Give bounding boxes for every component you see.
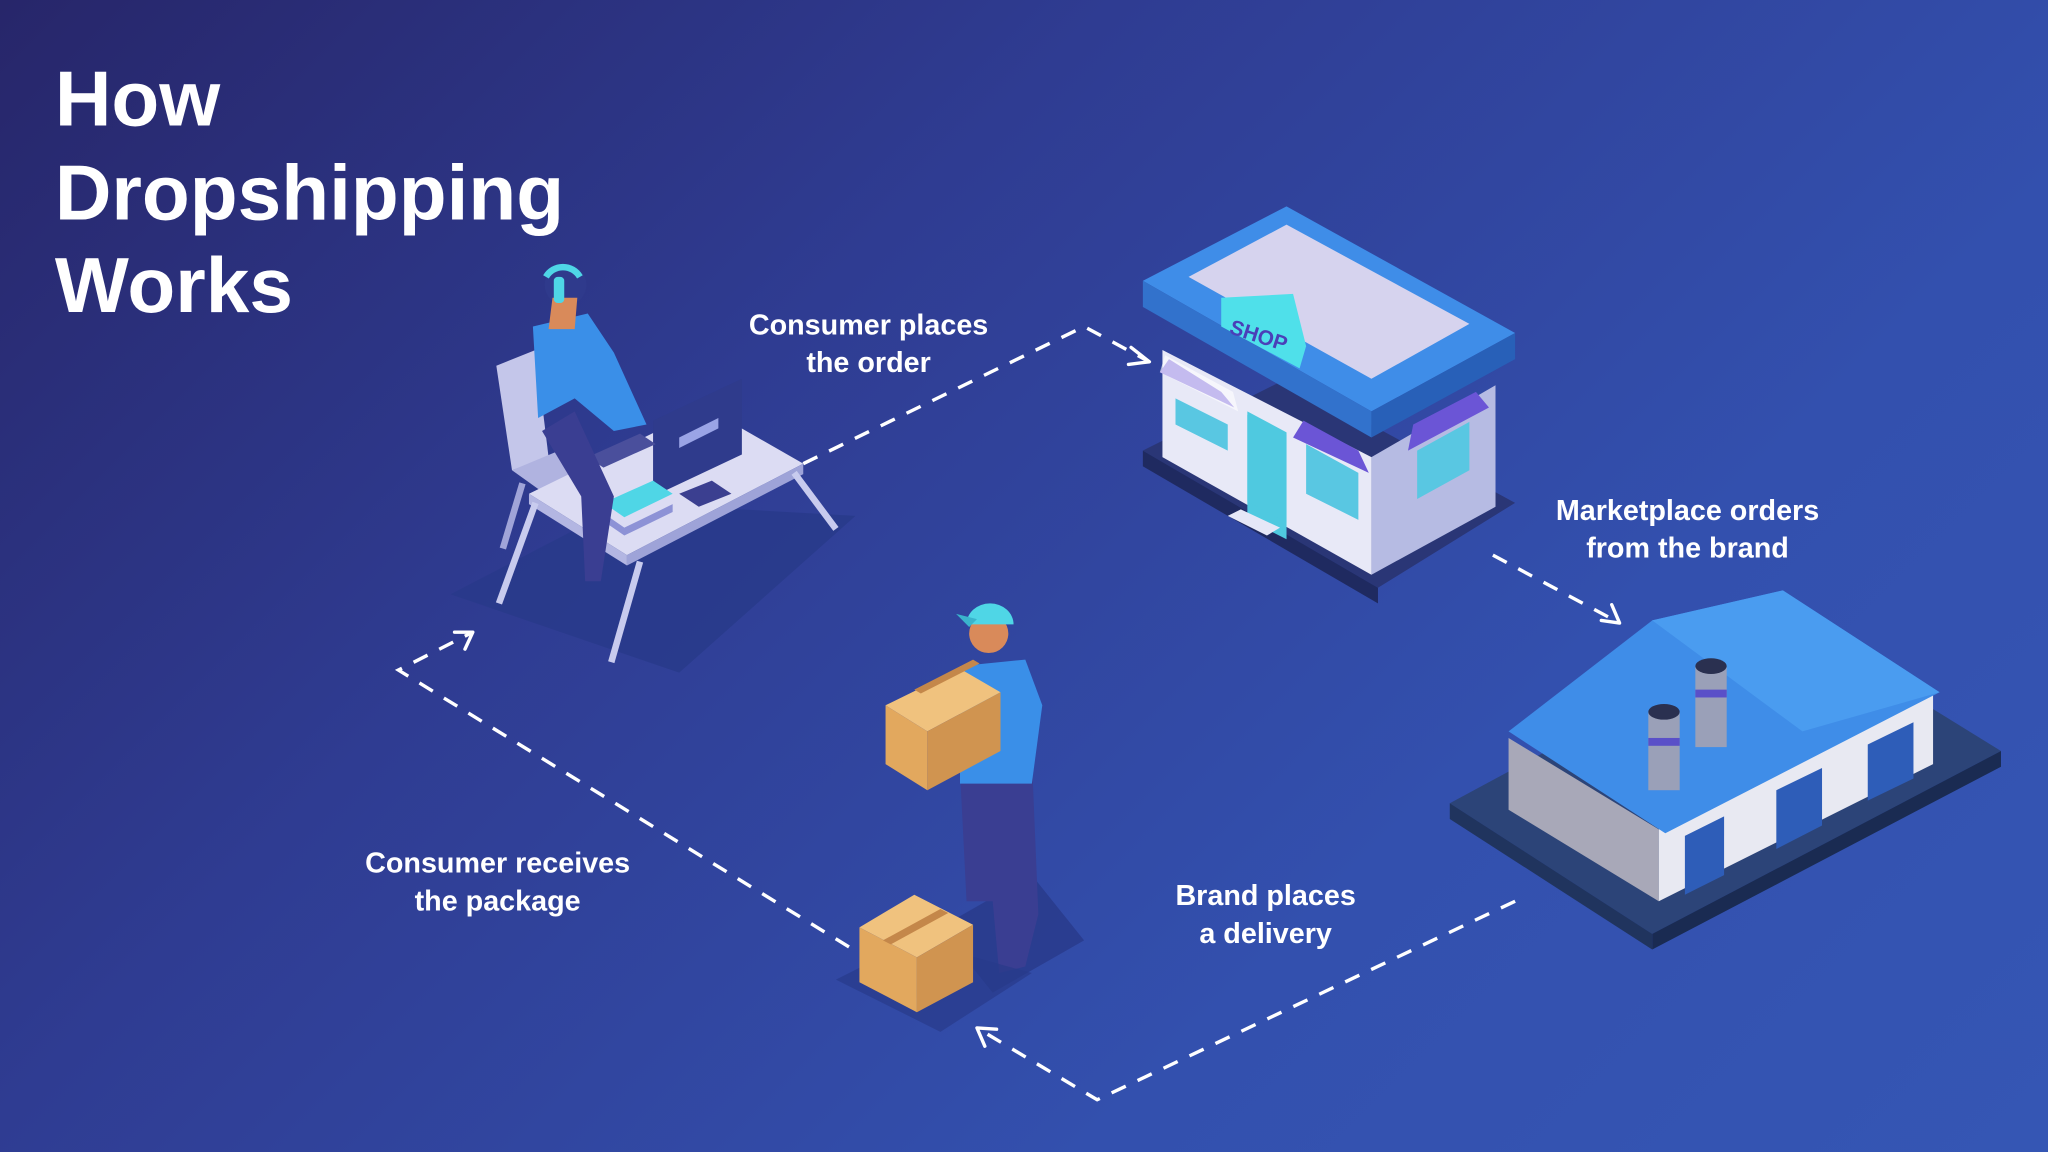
step-2-line-1: Marketplace orders	[1556, 495, 1819, 527]
title-line-1: How	[55, 54, 221, 142]
step-3-line-1: Brand places	[1175, 880, 1355, 912]
delivery-person-illustration	[885, 603, 1085, 993]
package-box-illustration	[835, 894, 1032, 1032]
step-label-brand-delivery: Brand places a delivery	[1175, 880, 1355, 950]
consumer-desk-illustration	[450, 263, 856, 673]
step-1-line-1: Consumer places	[749, 309, 988, 341]
page-title: How Dropshipping Works	[55, 54, 564, 329]
step-4-line-1: Consumer receives	[365, 847, 630, 879]
step-label-consumer-places-order: Consumer places the order	[749, 309, 988, 379]
step-label-consumer-receives: Consumer receives the package	[365, 847, 630, 917]
shop-illustration: SHOP	[1142, 206, 1516, 604]
flow-arrow-receive	[394, 630, 850, 949]
title-line-3: Works	[55, 241, 293, 329]
title-line-2: Dropshipping	[55, 148, 564, 236]
step-4-line-2: the package	[415, 885, 581, 917]
step-3-line-2: a delivery	[1199, 918, 1332, 950]
step-2-line-2: from the brand	[1586, 533, 1789, 565]
flow-arrow-order	[802, 324, 1152, 466]
step-label-marketplace-orders: Marketplace orders from the brand	[1556, 495, 1819, 565]
warehouse-illustration	[1449, 590, 2001, 950]
step-1-line-2: the order	[806, 347, 930, 379]
flow-arrow-brand	[1492, 553, 1622, 625]
flow-arrow-delivery	[975, 899, 1516, 1102]
